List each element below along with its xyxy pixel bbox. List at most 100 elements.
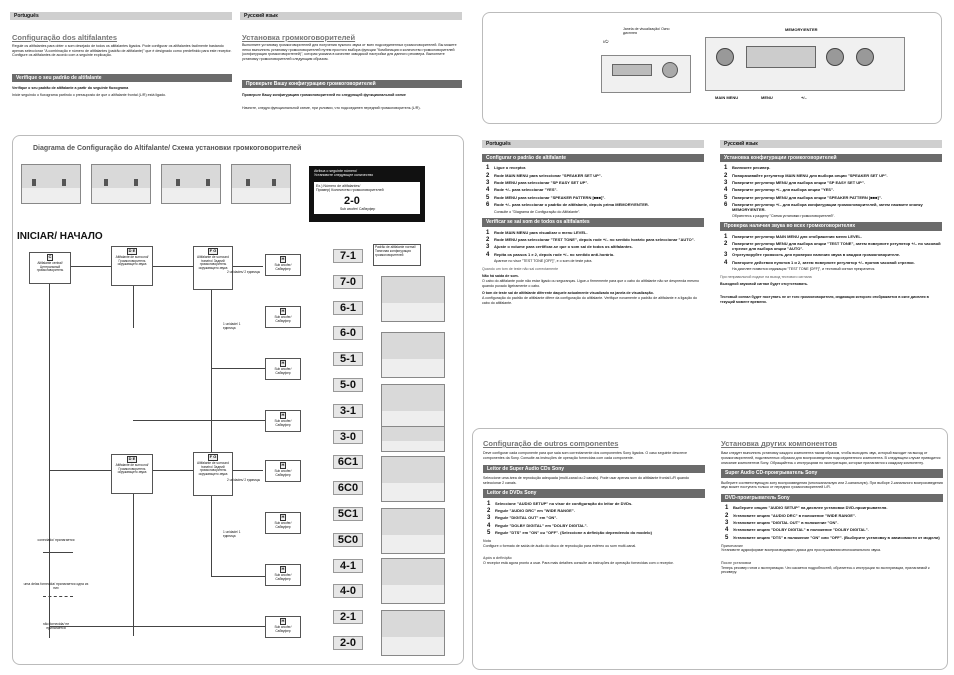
legend-one: uma delas fornecida/ прилагается одна из…: [23, 582, 89, 591]
legend-box: Atribua o seguinte número/ Установите сл…: [309, 166, 425, 222]
flowchart-panel: Diagrama de Configuração do Altifalante/…: [12, 135, 464, 665]
power-label: I/⏻: [603, 39, 609, 44]
speaker-code: 2-1: [333, 610, 363, 625]
other-components-panel: Configuração de outros componentes Deve …: [472, 428, 948, 670]
speaker-code: 2-0: [333, 636, 363, 650]
ru-wrong: Тестовый сигнал будет поступать не от то…: [720, 295, 929, 304]
ru-bar-1: Установка конфигурации громкоговорителей: [720, 154, 942, 163]
mid-header-pt: Português: [482, 140, 704, 149]
pt-bar-2: Verificar se sai som de todos os altifal…: [482, 218, 704, 227]
other-ru-after: Теперь ресивер готов к эксплуатации. Что…: [721, 565, 930, 575]
receiver-panel: Janela de visualização/ Окно дисплея I/⏻…: [482, 12, 942, 124]
pt-steps-2-note: Aparece no visor "TEST TONE [OFF]", e o …: [494, 259, 593, 264]
legend-example-2: Пример) Количество громкоговорителей: [316, 188, 384, 193]
pt-title: Configuração dos altifalantes: [12, 33, 118, 42]
pt-no-sound: Não há saída de som.: [482, 274, 519, 279]
ru-title: Установка громкоговорителей: [242, 33, 356, 42]
pt-no-sound-text: O cabo do altifalante pode não estar lig…: [482, 279, 699, 288]
left-page: Português Русский язык Configuração dos …: [0, 0, 470, 675]
pt-when: Quando um tom de teste não sai correctam…: [482, 266, 559, 271]
legend-line-2: Установите следующее количество: [314, 173, 374, 178]
main-menu-label: MAIN MENU: [715, 95, 739, 100]
legend-sub: Sub woofer/ Сабвуфер: [340, 206, 376, 211]
default-pattern-box: Padrão de altifalante normal/ Типичная к…: [373, 244, 421, 266]
speaker-code: 7-1: [333, 249, 363, 263]
ru-steps-2-note: На дисплее появится индикация "TEST TONE…: [732, 267, 876, 272]
speaker-code: 5C0: [333, 532, 363, 547]
memory-label: MEMORY/ENTER: [785, 27, 818, 32]
other-pt-bar-2: Leitor de DVDs Sony: [483, 489, 705, 498]
speaker-code: 5-0: [333, 378, 363, 392]
plus-minus-label: +/–: [801, 95, 807, 100]
speaker-code: 4-1: [333, 558, 363, 573]
legend-connected: conectado/ прилагается: [37, 538, 75, 542]
speaker-code: 5C1: [333, 507, 363, 521]
ru-when: При неправильной подаче на выход тестово…: [720, 274, 812, 279]
pt-sub-bold: Verifique o seu padrão de altifalante a …: [12, 86, 129, 90]
ru-no-sound: Выходной звуковой сигнал будет отсутство…: [720, 282, 809, 287]
other-ru-after-head: После установки: [721, 561, 752, 566]
pt-wrong: O tom de teste sai de altifalante difere…: [482, 291, 654, 296]
ru-bar-2: Проверка наличия звука во всех громкогов…: [720, 222, 942, 231]
lang-header-ru: Русский язык: [240, 12, 462, 21]
one-unit-2: 1 unidade/ 1 единица: [223, 530, 241, 538]
lang-header-pt: Português: [10, 12, 232, 21]
room-5c: [381, 508, 445, 554]
other-pt-title: Configuração de outros componentes: [483, 439, 619, 448]
room-6: [381, 332, 445, 378]
legend-code: 2-0: [344, 194, 360, 207]
example-room-2: [91, 164, 151, 204]
one-unit-1: 1 unidade/ 1 единица: [223, 322, 241, 330]
receiver-front: [601, 55, 691, 93]
other-ru-column: Установка других компонентов Вам следует…: [721, 439, 943, 575]
speaker-code: 6C1: [333, 455, 363, 470]
room-3: [381, 426, 445, 452]
pt-sub-text: Inicie seguindo o fluxograma partindo o …: [12, 93, 167, 97]
ru-sub-text: Начните, следуя функциональной схеме, пр…: [242, 106, 421, 110]
two-units-1: 2 unidades/ 2 единицы: [227, 270, 261, 274]
room-4: [381, 558, 445, 604]
pt-bar-1: Configurar o padrão de altifalante: [482, 154, 704, 163]
receiver-closeup: [705, 37, 905, 91]
room-5: [381, 384, 445, 430]
other-pt-note: Configure o formato de saída de áudio do…: [483, 543, 637, 548]
other-pt-after-head: Após a definição: [483, 556, 512, 561]
flowchart-title: Diagrama de Configuração do Altifalante/…: [33, 145, 302, 152]
speaker-code: 3-0: [333, 429, 363, 444]
other-ru-intro: Вам следует выполнить установку каждого …: [721, 451, 941, 465]
mid-header-ru: Русский язык: [720, 140, 942, 149]
legend-example-1: Ex.) Número de altifalantes/: [316, 183, 361, 188]
ru-steps-1-note: Обратитесь к разделу "Схема установки гр…: [732, 213, 835, 218]
speaker-code: 3-1: [333, 403, 363, 418]
other-ru-bar-2: DVD-проигрыватель Sony: [721, 493, 943, 503]
other-ru-note-head: Примечание: [721, 543, 744, 548]
